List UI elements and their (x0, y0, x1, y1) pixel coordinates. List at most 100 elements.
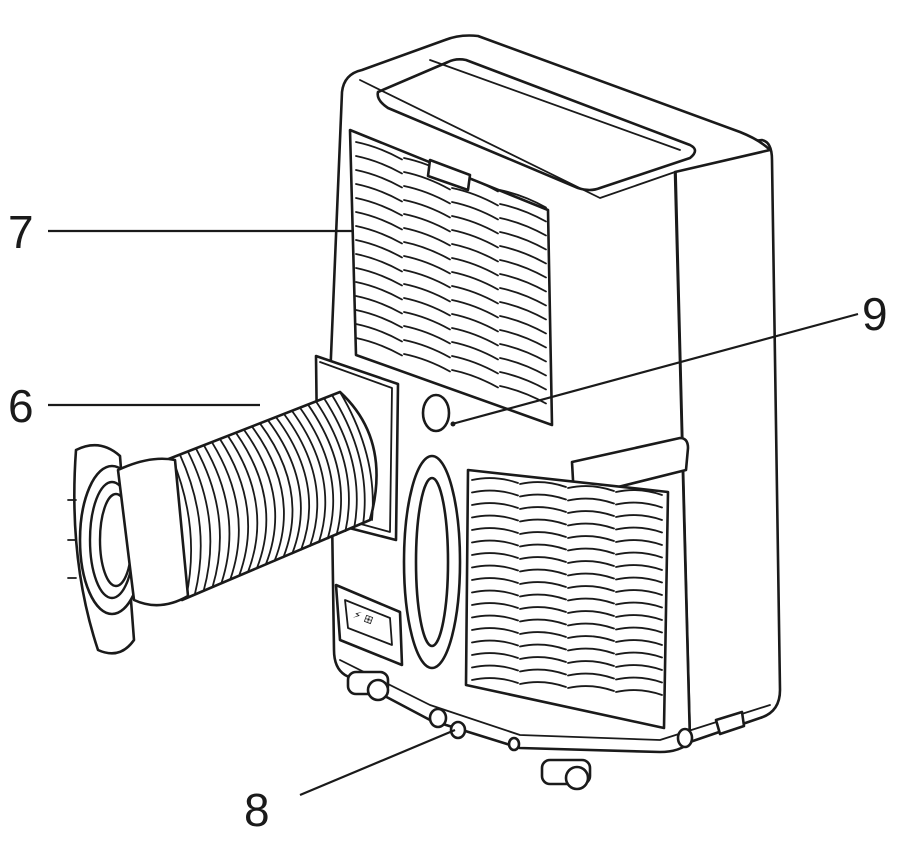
hose-rib (323, 397, 358, 529)
grille-slat (355, 225, 403, 245)
grille-slat (567, 610, 615, 617)
grille-slat (355, 295, 403, 315)
grille-slat (471, 614, 519, 622)
grille-slat (519, 581, 567, 588)
grille-slat (567, 560, 615, 567)
grille-slat (567, 535, 615, 542)
grille-slat (615, 551, 663, 559)
callout-7: 7 (8, 206, 34, 258)
grille-slat (451, 299, 499, 319)
hose-rib (291, 409, 327, 544)
grille-slat (355, 309, 403, 329)
oval-panel (402, 454, 462, 670)
grille-slat (355, 183, 403, 203)
caster-wheels (346, 670, 746, 791)
grille-slat (519, 606, 567, 613)
grille-slat (499, 217, 547, 237)
grille-slat (519, 681, 567, 688)
grille-slat (403, 241, 451, 261)
grille-slat (519, 593, 567, 601)
grille-slat (567, 547, 615, 555)
callouts: 7 6 9 8 (8, 206, 888, 836)
grille-slat (471, 577, 519, 584)
grille-slat (355, 323, 403, 343)
grille-slat (471, 489, 519, 497)
hose-rib (227, 435, 259, 573)
grille-slat (615, 601, 663, 609)
grille-slat (499, 301, 547, 321)
exhaust-hose-assembly (67, 354, 400, 655)
grille-slat (567, 660, 615, 667)
grille-slat (471, 602, 519, 609)
grille-slat (499, 385, 547, 405)
grille-slat (499, 273, 547, 293)
hose-rib (187, 450, 212, 592)
grille-slat (615, 614, 663, 621)
grille-slat (471, 539, 519, 547)
grille-slat (471, 477, 519, 484)
hose-rib (171, 457, 192, 599)
grille-slat (451, 257, 499, 277)
grille-slat (519, 618, 567, 626)
lower-air-filter-grille (464, 468, 670, 730)
grille-slat (519, 531, 567, 538)
grille-slat (615, 576, 663, 584)
hose-rib (251, 425, 285, 562)
grille-slat (567, 510, 615, 517)
grille-slat (615, 689, 663, 696)
upper-air-filter-grille (348, 128, 554, 427)
hose-rib (283, 413, 319, 547)
grille-slat (615, 514, 663, 521)
grille-slat (615, 489, 663, 496)
grille-slat (499, 329, 547, 349)
grille-slat (567, 685, 615, 692)
grille-slat (471, 552, 519, 559)
grille-slat (403, 311, 451, 331)
grille-slat (355, 141, 403, 161)
grille-slat (403, 297, 451, 317)
grille-slat (567, 522, 615, 530)
drain-port-upper (421, 393, 456, 433)
hose-rib (275, 416, 311, 551)
grille-slat (451, 229, 499, 249)
grille-slat (567, 672, 615, 680)
grille-slat (355, 253, 403, 273)
grille-slat (615, 676, 663, 684)
grille-slat (403, 353, 451, 373)
grille-slat (451, 327, 499, 347)
grille-slat (403, 283, 451, 303)
grille-slat (471, 627, 519, 634)
grille-slat (451, 313, 499, 333)
hose-rib (219, 438, 250, 577)
hose-rib (179, 453, 202, 596)
grille-slat (567, 597, 615, 605)
grille-slat (451, 355, 499, 375)
grille-slat (451, 187, 499, 207)
grille-slat (519, 568, 567, 576)
grille-slat (519, 506, 567, 513)
grille-slat (519, 493, 567, 501)
grille-slat (567, 485, 615, 492)
grille-slat (403, 339, 451, 359)
grille-slat (355, 155, 403, 175)
side-handle-recess (570, 436, 690, 500)
hose-rib (267, 419, 302, 555)
grille-slat (403, 255, 451, 275)
hose-rib (259, 422, 294, 559)
grille-slat (519, 656, 567, 663)
grille-slat (499, 203, 547, 223)
grille-slat (403, 325, 451, 345)
hose-rib (211, 441, 240, 581)
grille-slat (615, 539, 663, 546)
grille-slat (471, 589, 519, 597)
grille-slat (615, 651, 663, 659)
leader-line-8 (299, 728, 456, 797)
grille-slat (403, 199, 451, 219)
grille-slat (499, 189, 547, 209)
grille-slat (471, 639, 519, 647)
grille-slat (519, 543, 567, 551)
grille-slat (355, 211, 403, 231)
grille-slat (355, 197, 403, 217)
grille-slat (471, 564, 519, 572)
